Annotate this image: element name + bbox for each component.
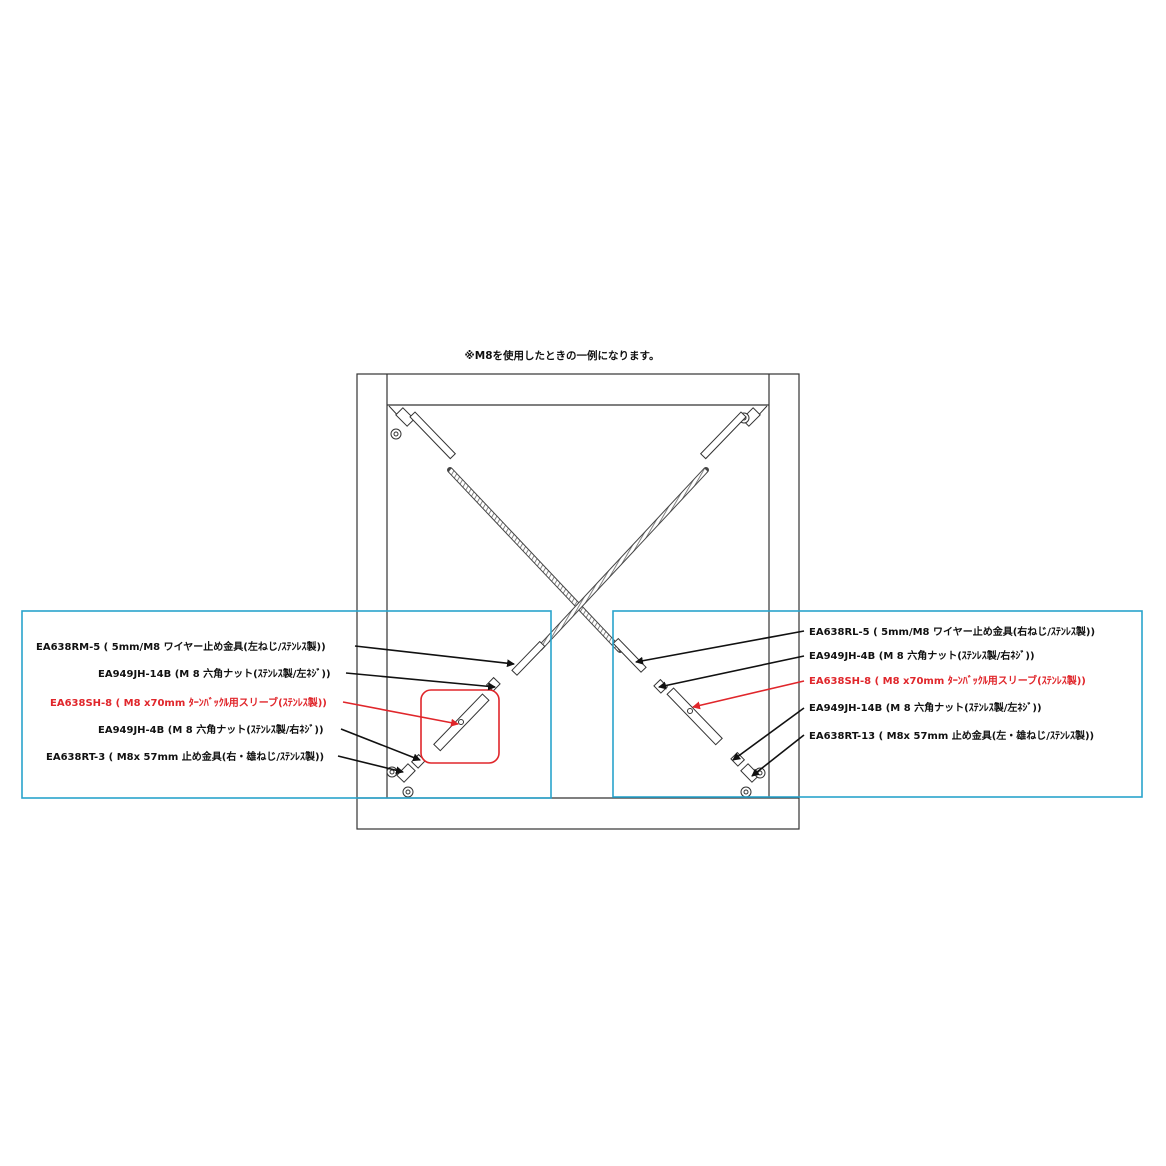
- turnbuckle-lower-right: [612, 637, 766, 798]
- right-leader-arrows: [635, 630, 805, 777]
- left-label-terminal-fitting: EA638RT-3 ( M8x 57mm 止め金具(右・雄ねじ/ｽﾃﾝﾚｽ製)): [46, 750, 324, 763]
- right-label-hex-nut-left-thread: EA949JH-14B (M 8 六角ナット(ｽﾃﾝﾚｽ製/左ﾈｼﾞ)): [809, 701, 1042, 714]
- right-label-terminal-fitting: EA638RT-13 ( M8x 57mm 止め金具(左・雄ねじ/ｽﾃﾝﾚｽ製)…: [809, 729, 1094, 742]
- turnbuckle-upper-right: [699, 405, 768, 460]
- right-callout-box: [612, 610, 1143, 798]
- diagram-title: ※M8を使用したときの一例になります。: [465, 349, 660, 362]
- left-labels: EA638RM-5 ( 5mm/M8 ワイヤー止め金具(左ねじ/ｽﾃﾝﾚｽ製))…: [36, 640, 331, 763]
- sleeve-highlight-box: [420, 689, 500, 764]
- wire-rope-top-left-to-bottom-right: [447, 467, 623, 653]
- right-label-wire-end-fitting: EA638RL-5 ( 5mm/M8 ワイヤー止め金具(右ねじ/ｽﾃﾝﾚｽ製)): [809, 625, 1095, 638]
- left-callout-box: [21, 610, 552, 799]
- left-label-wire-end-fitting: EA638RM-5 ( 5mm/M8 ワイヤー止め金具(左ねじ/ｽﾃﾝﾚｽ製)): [36, 640, 326, 653]
- right-label-turnbuckle-sleeve: EA638SH-8 ( M8 x70mm ﾀｰﾝﾊﾞｯｸﾙ用スリーブ(ｽﾃﾝﾚｽ…: [809, 674, 1086, 687]
- left-label-hex-nut-left-thread: EA949JH-14B (M 8 六角ナット(ｽﾃﾝﾚｽ製/左ﾈｼﾞ)): [98, 667, 331, 680]
- left-label-turnbuckle-sleeve: EA638SH-8 ( M8 x70mm ﾀｰﾝﾊﾞｯｸﾙ用スリーブ(ｽﾃﾝﾚｽ…: [50, 696, 327, 709]
- left-label-hex-nut-right-thread: EA949JH-4B (M 8 六角ナット(ｽﾃﾝﾚｽ製/右ﾈｼﾞ)): [98, 723, 324, 736]
- left-leader-arrows: [337, 645, 515, 775]
- wire-rope-top-right-to-bottom-left: [537, 467, 709, 651]
- right-labels: EA638RL-5 ( 5mm/M8 ワイヤー止め金具(右ねじ/ｽﾃﾝﾚｽ製))…: [809, 625, 1095, 742]
- turnbuckle-lower-left: [386, 640, 546, 798]
- turnbuckle-upper-left: [388, 405, 457, 460]
- right-label-hex-nut-right-thread: EA949JH-4B (M 8 六角ナット(ｽﾃﾝﾚｽ製/右ﾈｼﾞ)): [809, 649, 1035, 662]
